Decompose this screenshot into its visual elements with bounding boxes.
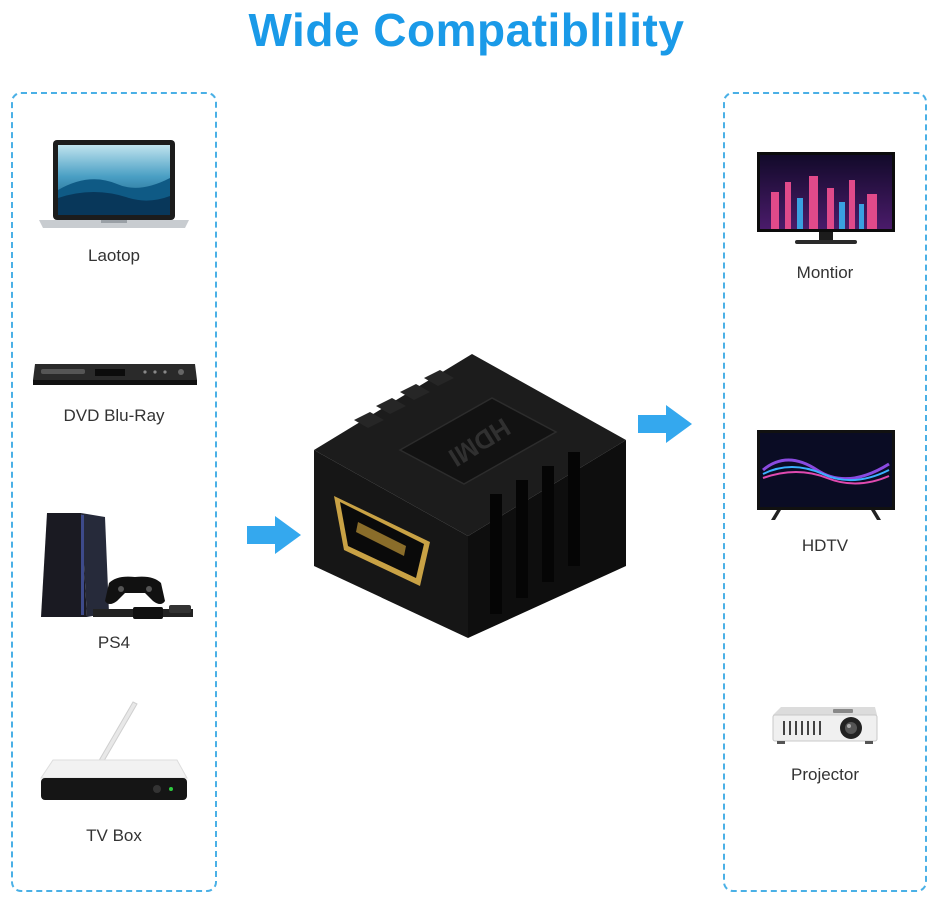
source-label: DVD Blu-Ray xyxy=(63,406,165,425)
ps4-console-icon xyxy=(41,513,193,619)
laptop-icon xyxy=(39,140,189,228)
display-label: Montior xyxy=(796,263,854,282)
source-device-laptop: Laotop xyxy=(11,130,217,270)
source-device-tv-box: TV Box xyxy=(11,700,217,860)
display-device-monitor: Montior xyxy=(723,140,927,290)
output-arrow-icon xyxy=(638,405,692,443)
source-label: PS4 xyxy=(97,633,131,652)
monitor-icon xyxy=(757,152,895,244)
source-label: TV Box xyxy=(86,826,142,845)
hdtv-icon xyxy=(757,430,895,520)
tv-box-icon xyxy=(40,701,188,800)
hdmi-coupler-icon: HDMI xyxy=(314,354,626,638)
display-device-hdtv: HDTV xyxy=(723,420,927,570)
display-label: HDTV xyxy=(801,536,849,555)
input-arrow-icon xyxy=(247,516,301,554)
display-devices-panel xyxy=(723,92,927,892)
display-label: Projector xyxy=(790,765,860,784)
source-device-ps4: PS4 xyxy=(11,505,217,655)
source-label: Laotop xyxy=(88,246,140,265)
dvd-player-icon xyxy=(33,364,197,385)
source-devices-panel xyxy=(11,92,217,892)
page-title: Wide Compatiblility xyxy=(248,4,685,56)
display-device-projector: Projector xyxy=(723,695,927,795)
source-device-dvd: DVD Blu-Ray xyxy=(11,350,217,440)
projector-icon xyxy=(772,707,878,744)
